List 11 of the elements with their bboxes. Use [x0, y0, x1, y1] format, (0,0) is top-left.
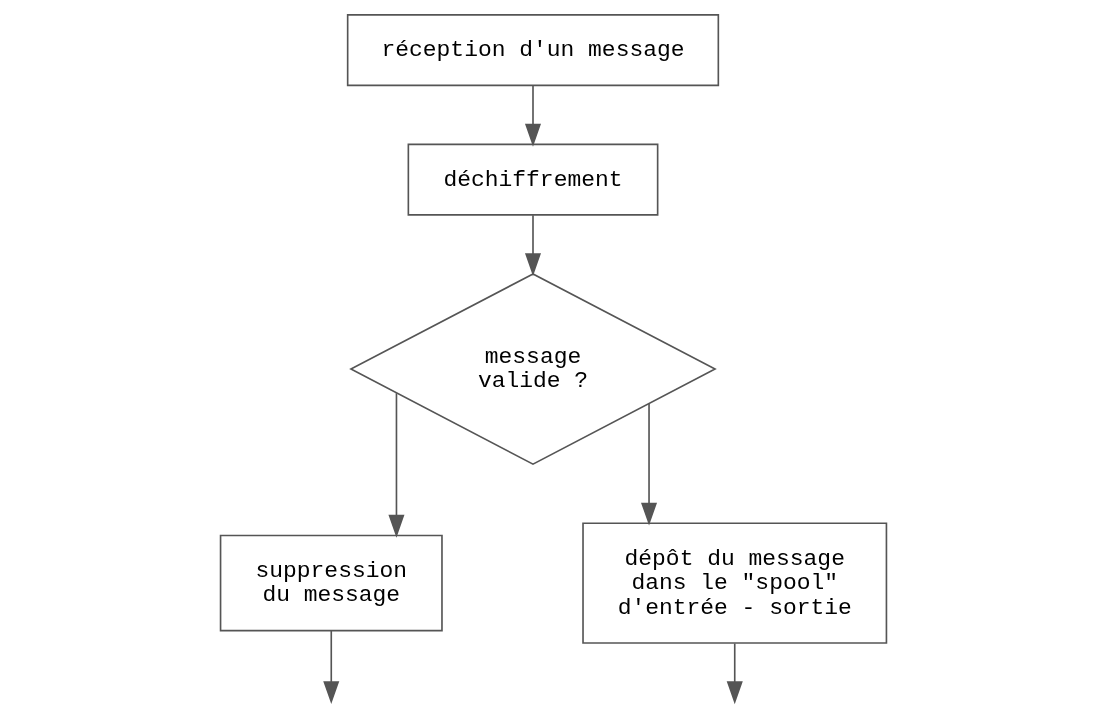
arrow: [524, 214, 541, 277]
arrow: [322, 630, 339, 705]
node-box: suppression du message: [219, 534, 443, 632]
node-box: dépôt du message dans le "spool" d'entrée - sortie: [581, 522, 887, 644]
node-box: réception d'un message: [346, 14, 719, 87]
node-diamond: message valide ?: [348, 273, 717, 466]
arrow: [524, 84, 541, 147]
arrow: [640, 403, 657, 526]
arrow: [387, 392, 404, 538]
arrow: [726, 642, 743, 705]
node-box: déchiffrement: [407, 143, 658, 216]
